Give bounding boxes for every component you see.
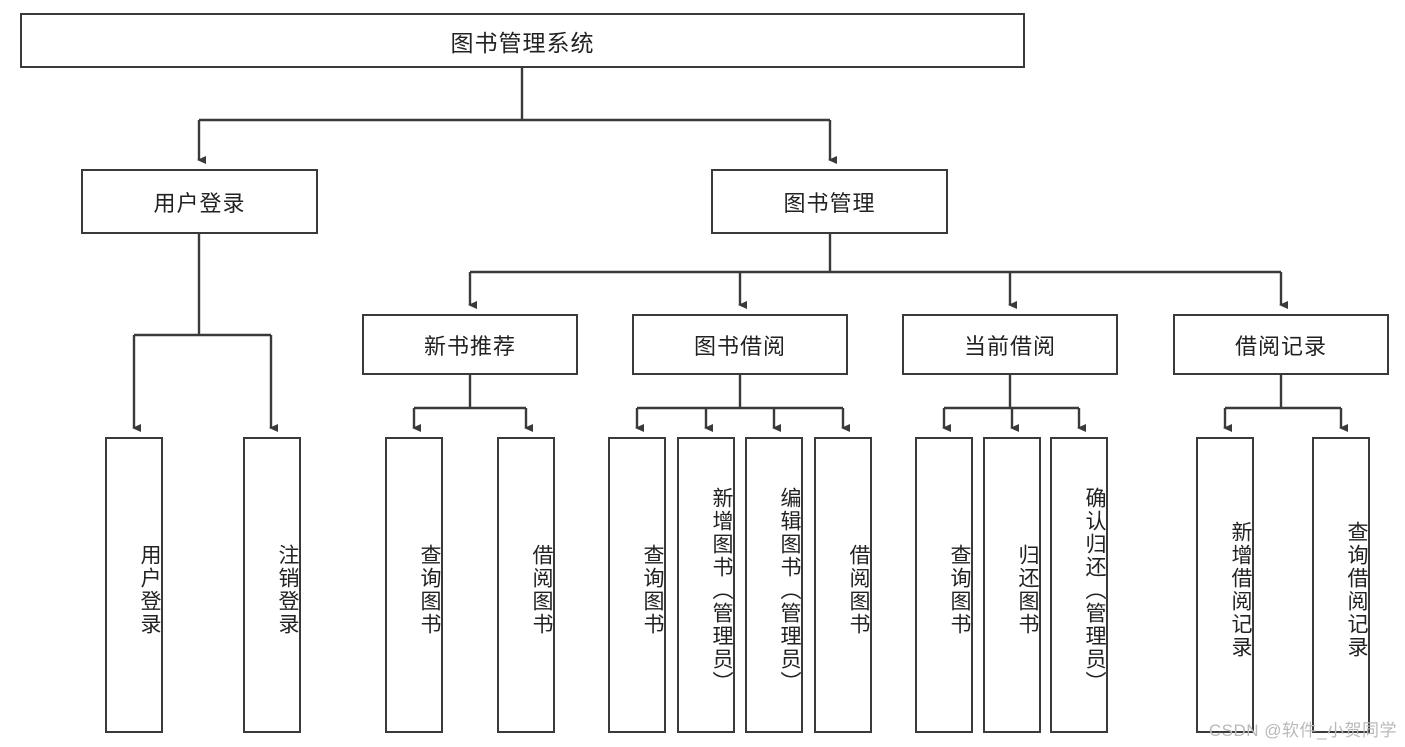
node-book-borrow-label: 图书借阅: [693, 333, 786, 359]
leaf-user-login-label: 用户登录: [138, 544, 161, 636]
leaf-borrow-query-book-label: 查询图书: [641, 544, 664, 636]
leaf-newbook-query-book[interactable]: 查询图书: [385, 437, 443, 733]
leaf-user-login[interactable]: 用户登录: [105, 437, 163, 733]
leaf-current-confirm-return[interactable]: 确认归还（管理员）: [1050, 437, 1108, 733]
node-borrow-records-label: 借阅记录: [1234, 333, 1327, 359]
leaf-borrow-query-book[interactable]: 查询图书: [608, 437, 666, 733]
leaf-current-confirm-return-label: 确认归还（管理员）: [1083, 486, 1106, 694]
leaf-records-add-record[interactable]: 新增借阅记录: [1196, 437, 1254, 733]
leaf-borrow-add-book-label: 新增图书（管理员）: [710, 486, 733, 694]
leaf-newbook-query-book-label: 查询图书: [418, 544, 441, 636]
leaf-newbook-borrow-book-label: 借阅图书: [530, 544, 553, 636]
csdn-watermark: CSDN @软件_小贺同学: [1208, 721, 1397, 740]
node-user-login[interactable]: 用户登录: [81, 169, 318, 234]
node-root[interactable]: 图书管理系统: [20, 13, 1025, 68]
leaf-records-query-record-label: 查询借阅记录: [1345, 521, 1368, 659]
leaf-user-logout[interactable]: 注销登录: [243, 437, 301, 733]
leaf-current-return-book[interactable]: 归还图书: [983, 437, 1041, 733]
leaf-borrow-edit-book-label: 编辑图书（管理员）: [778, 486, 801, 694]
leaf-borrow-edit-book[interactable]: 编辑图书（管理员）: [745, 437, 803, 733]
node-book-management[interactable]: 图书管理: [711, 169, 948, 234]
node-new-book-recommend[interactable]: 新书推荐: [362, 314, 578, 375]
leaf-current-return-book-label: 归还图书: [1016, 544, 1039, 636]
node-root-label: 图书管理系统: [450, 29, 595, 56]
leaf-records-query-record[interactable]: 查询借阅记录: [1312, 437, 1370, 733]
leaf-newbook-borrow-book[interactable]: 借阅图书: [497, 437, 555, 733]
node-current-borrow[interactable]: 当前借阅: [902, 314, 1118, 375]
leaf-user-logout-label: 注销登录: [276, 544, 299, 636]
node-borrow-records[interactable]: 借阅记录: [1173, 314, 1389, 375]
leaf-records-add-record-label: 新增借阅记录: [1229, 521, 1252, 659]
node-book-management-label: 图书管理: [783, 190, 876, 216]
leaf-borrow-borrow-book[interactable]: 借阅图书: [814, 437, 872, 733]
node-book-borrow[interactable]: 图书借阅: [632, 314, 848, 375]
node-current-borrow-label: 当前借阅: [963, 333, 1056, 359]
node-new-book-recommend-label: 新书推荐: [423, 333, 516, 359]
leaf-borrow-borrow-book-label: 借阅图书: [847, 544, 870, 636]
node-user-login-label: 用户登录: [153, 190, 246, 216]
leaf-borrow-add-book[interactable]: 新增图书（管理员）: [677, 437, 735, 733]
leaf-current-query-book-label: 查询图书: [948, 544, 971, 636]
leaf-current-query-book[interactable]: 查询图书: [915, 437, 973, 733]
